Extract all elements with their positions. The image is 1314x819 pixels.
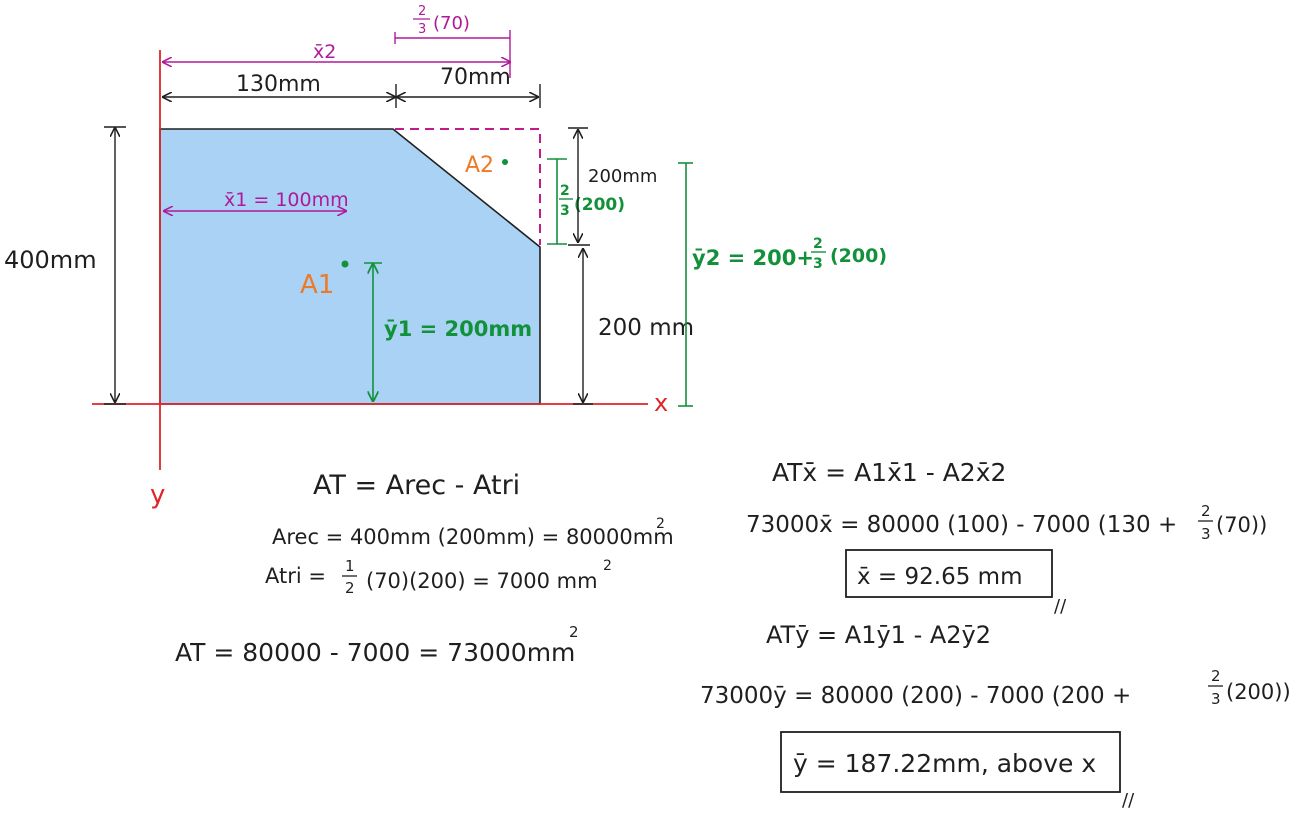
area-eq-total: AT = Arec - Atri: [313, 470, 520, 501]
a2-centroid-dot: [502, 159, 508, 165]
area-eq-result: AT = 80000 - 7000 = 73000mm: [175, 638, 575, 667]
x-axis-label: x: [654, 389, 668, 417]
a1-centroid-dot: [341, 260, 349, 268]
area-eq-tri-frac-top: 1: [345, 557, 355, 575]
centroid-x-eq2: 73000x̄ = 80000 (100) - 7000 (130 +: [746, 512, 1177, 538]
x-bar-2-label: x̄2: [313, 41, 336, 63]
y-axis-label: y: [150, 480, 165, 510]
centroid-y-eq2-frac-bottom: 3: [1211, 690, 1221, 708]
centroid-x-eq2-frac-top: 2: [1201, 502, 1211, 520]
area-eq-rect-exp: 2: [656, 516, 665, 532]
dim-200-top-label: 200mm: [588, 166, 657, 187]
two-thirds-200-bottom: 3: [560, 203, 570, 219]
centroid-y-result-box: [780, 731, 1121, 793]
y-bar-2-label: ȳ2 = 200+: [692, 246, 814, 270]
centroid-y-eq2-end: (200)): [1226, 680, 1291, 704]
area-eq-rect: Arec = 400mm (200mm) = 80000mm: [272, 525, 674, 549]
centroid-x-result-box: [845, 549, 1053, 598]
two-thirds-70-top: 2: [418, 4, 426, 19]
area-eq-tri-exp: 2: [603, 558, 612, 574]
area-eq-tri-rest: (70)(200) = 7000 mm: [366, 569, 598, 593]
two-thirds-70-bottom: 3: [418, 22, 426, 37]
centroid-y-mark: //: [1122, 790, 1135, 811]
centroid-x-eq2-end: (70)): [1216, 513, 1267, 537]
two-thirds-200-top: 2: [560, 183, 570, 199]
x-bar-1-label: x̄1 = 100mm: [224, 189, 349, 211]
removed-triangle-outline: [395, 128, 541, 245]
centroid-x-result: x̄ = 92.65 mm: [857, 564, 1022, 590]
a1-label: A1: [300, 270, 334, 300]
centroid-x-eq2-frac-bottom: 3: [1201, 525, 1211, 543]
y-bar-1-label: ȳ1 = 200mm: [384, 317, 532, 341]
dim-200-bottom-label: 200 mm: [598, 315, 694, 341]
y-bar-2-frac-bottom: 3: [813, 256, 823, 272]
centroid-y-eq1: ATȳ = A1ȳ1 - A2ȳ2: [766, 621, 991, 649]
dim-400-label: 400mm: [4, 246, 97, 274]
two-thirds-200-suffix: (200): [574, 195, 625, 215]
dim-70-label: 70mm: [440, 65, 511, 90]
y-bar-2-frac-top: 2: [813, 236, 823, 252]
area-eq-result-exp: 2: [569, 623, 579, 641]
area-eq-tri-frac-bottom: 2: [345, 579, 355, 597]
centroid-y-eq2: 73000ȳ = 80000 (200) - 7000 (200 +: [700, 683, 1131, 709]
y-bar-2-suffix: (200): [830, 245, 887, 267]
centroid-x-eq1: ATx̄ = A1x̄1 - A2x̄2: [772, 458, 1006, 487]
area-eq-tri-prefix: Atri =: [265, 564, 326, 588]
dim-130-label: 130mm: [236, 72, 321, 97]
centroid-y-result: ȳ = 187.22mm, above x: [793, 749, 1096, 778]
a2-label: A2: [465, 153, 494, 178]
two-thirds-70-suffix: (70): [433, 13, 470, 34]
centroid-y-eq2-frac-top: 2: [1211, 667, 1221, 685]
centroid-x-mark: //: [1054, 596, 1067, 617]
